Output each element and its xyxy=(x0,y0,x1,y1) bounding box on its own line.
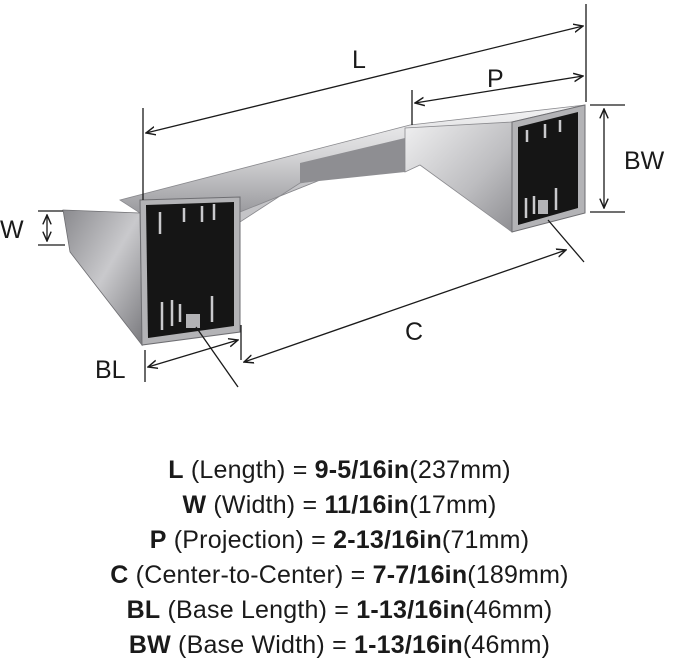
spec-metric: (189mm) xyxy=(467,561,569,589)
spec-label: W xyxy=(182,491,207,519)
label-w: W xyxy=(0,216,24,244)
dim-line-c xyxy=(244,250,566,362)
spec-label: BL xyxy=(126,596,161,624)
spec-base-length: BL (Base Length) = 1-13/16in(46mm) xyxy=(0,594,679,627)
label-bw: BW xyxy=(624,147,665,175)
spec-value: 9-5/16in xyxy=(314,456,410,484)
spec-length: L (Length) = 9-5/16in(237mm) xyxy=(0,454,679,487)
spec-label: L xyxy=(168,456,184,484)
spec-value: 1-13/16in xyxy=(354,631,463,659)
leader-bl xyxy=(195,326,239,388)
spec-desc: (Projection) = xyxy=(166,526,334,554)
spec-base-width: BW (Base Width) = 1-13/16in(46mm) xyxy=(0,629,679,662)
spec-value: 7-7/16in xyxy=(372,561,468,589)
leader-c-right xyxy=(547,219,585,263)
spec-desc: (Base Length) = xyxy=(160,596,357,624)
grip-bar-shadow xyxy=(300,138,405,183)
left-post-side xyxy=(62,209,143,347)
spec-desc: (Width) = xyxy=(206,491,325,519)
right-post-side xyxy=(404,121,513,233)
spec-metric: (237mm) xyxy=(409,456,511,484)
spec-label: C xyxy=(110,561,129,589)
dimension-lines xyxy=(38,4,625,388)
spec-label: BW xyxy=(128,631,171,659)
spec-metric: (46mm) xyxy=(462,631,551,659)
spec-metric: (17mm) xyxy=(409,491,497,519)
spec-value: 2-13/16in xyxy=(333,526,442,554)
spec-value: 11/16in xyxy=(324,491,410,519)
left-post-clips xyxy=(158,204,216,330)
handle-body xyxy=(62,104,586,347)
label-c: C xyxy=(405,318,423,346)
spec-desc: (Center-to-Center) = xyxy=(128,561,373,589)
spec-width: W (Width) = 11/16in(17mm) xyxy=(0,489,679,522)
label-l: L xyxy=(352,46,366,74)
dim-line-p xyxy=(415,76,583,103)
spec-metric: (71mm) xyxy=(441,526,530,554)
spec-label: P xyxy=(149,526,167,554)
dim-line-bl xyxy=(148,340,238,367)
label-p: P xyxy=(487,65,504,93)
spec-projection: P (Projection) = 2-13/16in(71mm) xyxy=(0,524,679,557)
dim-line-l xyxy=(146,26,583,133)
spec-desc: (Base Width) = xyxy=(170,631,355,659)
label-bl: BL xyxy=(95,356,126,384)
spec-desc: (Length) = xyxy=(183,456,315,484)
spec-value: 1-13/16in xyxy=(356,596,466,624)
spec-center-to-center: C (Center-to-Center) = 7-7/16in(189mm) xyxy=(0,559,679,592)
pull-handle-diagram: L P BW W C BL xyxy=(0,4,665,388)
spec-metric: (46mm) xyxy=(465,596,553,624)
